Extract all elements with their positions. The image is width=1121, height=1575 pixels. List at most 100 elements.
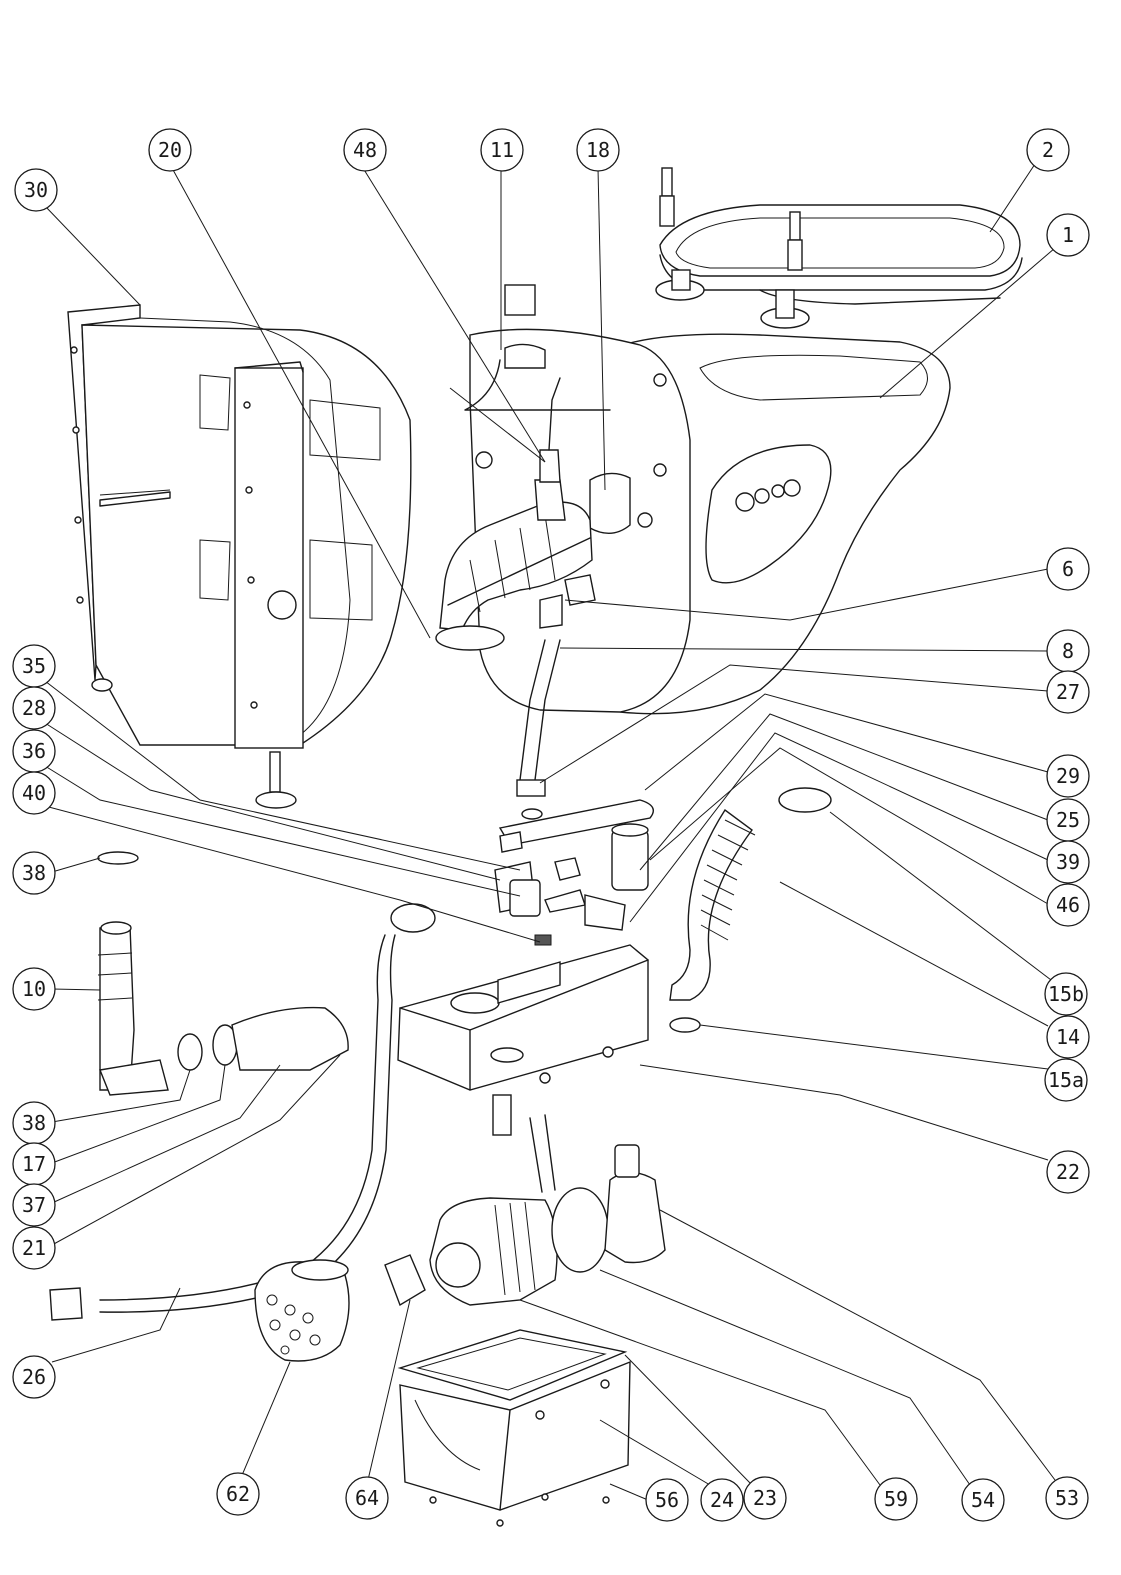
callout-label: 37 — [22, 1193, 46, 1217]
callout-48: 48 — [343, 128, 387, 172]
callout-18: 18 — [576, 128, 620, 172]
leader-27 — [539, 664, 1049, 784]
callout-17: 17 — [12, 1142, 56, 1186]
callout-label: 2 — [1042, 138, 1054, 162]
leader-24 — [599, 1419, 711, 1486]
callout-2: 2 — [1026, 128, 1070, 172]
callout-20: 20 — [148, 128, 192, 172]
leader-38a — [51, 857, 101, 873]
filter-basket-part — [254, 1259, 350, 1362]
leader-40 — [44, 805, 541, 943]
callout-label: 8 — [1062, 639, 1074, 663]
callout-10: 10 — [12, 967, 56, 1011]
callout-30: 30 — [14, 168, 58, 212]
leader-17 — [51, 1064, 226, 1164]
gasket-part — [397, 1329, 628, 1401]
mounting-frame-part — [67, 304, 412, 809]
callout-label: 62 — [226, 1482, 250, 1506]
leader-8 — [559, 647, 1049, 652]
hose-assembly-part — [516, 574, 596, 820]
leader-18 — [597, 167, 606, 491]
leader-21 — [51, 1054, 341, 1246]
callout-label: 18 — [586, 138, 610, 162]
callout-39: 39 — [1046, 840, 1090, 884]
callout-24: 24 — [700, 1478, 744, 1522]
callout-label: 15b — [1048, 982, 1084, 1006]
leader-2 — [989, 163, 1036, 233]
leader-1 — [879, 247, 1056, 399]
callout-label: 30 — [24, 178, 48, 202]
seat-lid-part — [655, 167, 1023, 329]
callout-label: 10 — [22, 977, 46, 1001]
leader-14 — [779, 881, 1049, 1027]
callout-label: 53 — [1055, 1486, 1079, 1510]
callout-38: 38 — [12, 851, 56, 895]
leader-22 — [639, 1064, 1049, 1161]
callout-label: 35 — [22, 654, 46, 678]
impeller-part — [384, 1254, 426, 1307]
leader-28 — [44, 722, 501, 881]
callout-15a: 15a — [1044, 1058, 1088, 1102]
callout-label: 36 — [22, 739, 46, 763]
callout-11: 11 — [480, 128, 524, 172]
callout-label: 21 — [22, 1236, 46, 1260]
callout-59: 59 — [874, 1477, 918, 1521]
leader-59 — [519, 1299, 881, 1486]
callout-label: 25 — [1056, 808, 1080, 832]
leader-6 — [564, 568, 1049, 621]
leader-54 — [599, 1269, 971, 1486]
callout-label: 1 — [1062, 223, 1074, 247]
leader-56 — [609, 1483, 649, 1501]
back-panel-and-bend-part — [435, 284, 691, 713]
pump-tank-part — [397, 944, 649, 1136]
callout-label: 14 — [1056, 1025, 1080, 1049]
callout-label: 6 — [1062, 557, 1074, 581]
leader-20 — [171, 167, 431, 639]
callout-22: 22 — [1046, 1150, 1090, 1194]
callout-label: 22 — [1056, 1160, 1080, 1184]
callout-25: 25 — [1046, 798, 1090, 842]
leader-30 — [44, 205, 141, 306]
callout-label: 39 — [1056, 850, 1080, 874]
callout-53: 53 — [1045, 1476, 1089, 1520]
leader-26 — [51, 1287, 181, 1363]
callout-29: 29 — [1046, 754, 1090, 798]
leader-48a — [362, 167, 546, 463]
callout-40: 40 — [12, 771, 56, 815]
callout-21: 21 — [12, 1226, 56, 1270]
water-hose-part — [49, 903, 436, 1321]
callout-label: 20 — [158, 138, 182, 162]
callout-28: 28 — [12, 686, 56, 730]
callout-label: 38 — [22, 1111, 46, 1135]
callout-label: 24 — [710, 1488, 734, 1512]
callout-54: 54 — [961, 1478, 1005, 1522]
leader-15b — [829, 811, 1056, 984]
callout-62: 62 — [216, 1472, 260, 1516]
leader-36 — [44, 765, 521, 897]
callout-layer: 30 20 48 11 18 2 1 6 8 27 35 28 36 40 29… — [12, 128, 1090, 1522]
callout-26: 26 — [12, 1355, 56, 1399]
leader-46 — [649, 747, 1049, 905]
bracket-part — [498, 799, 654, 853]
callout-label: 56 — [655, 1488, 679, 1512]
callout-27: 27 — [1046, 670, 1090, 714]
leader-lines — [44, 163, 1056, 1501]
callout-label: 46 — [1056, 893, 1080, 917]
leader-37 — [51, 1064, 281, 1204]
leader-23 — [624, 1354, 753, 1486]
callout-label: 17 — [22, 1152, 46, 1176]
callout-label: 29 — [1056, 764, 1080, 788]
callout-8: 8 — [1046, 629, 1090, 673]
callout-35: 35 — [12, 644, 56, 688]
inlet-pipe-part — [97, 851, 349, 1096]
callout-label: 26 — [22, 1365, 46, 1389]
base-housing-part — [399, 1360, 631, 1527]
callout-label: 11 — [490, 138, 514, 162]
leader-48b — [449, 387, 546, 463]
leader-53 — [659, 1209, 1056, 1481]
callout-label: 54 — [971, 1488, 995, 1512]
callout-label: 40 — [22, 781, 46, 805]
corrugated-hose-part — [669, 787, 832, 1033]
leader-10 — [51, 988, 101, 991]
